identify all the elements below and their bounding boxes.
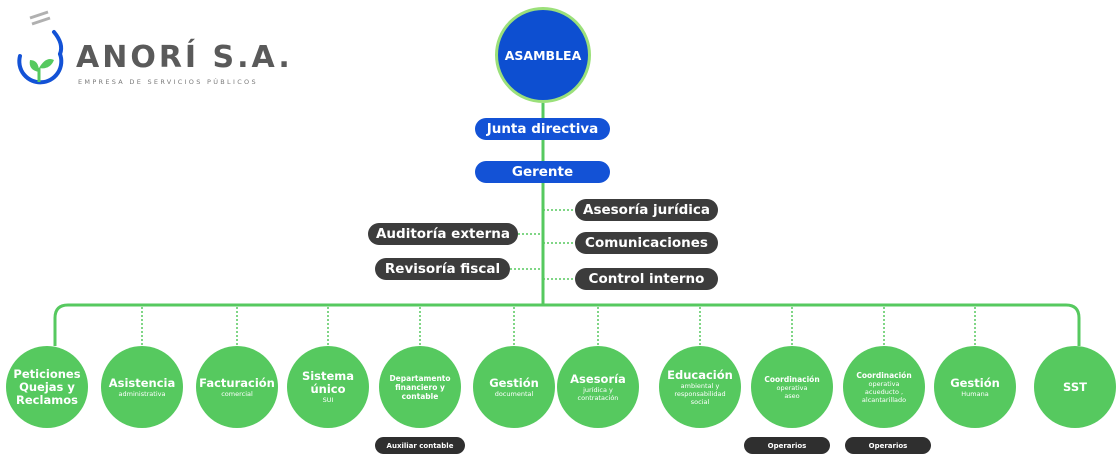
- dept-title: SST: [1063, 379, 1087, 394]
- gerente-label: Gerente: [511, 164, 574, 180]
- dept-coordinacion-aseo-node: Coordinación operativa aseo: [751, 346, 833, 428]
- dept-asesoria-node: Asesoría jurídica y contratación: [557, 346, 639, 428]
- operarios-aseo-node: Operarios: [744, 437, 830, 454]
- dept-educacion-node: Educación ambiental y responsabilidad so…: [659, 346, 741, 428]
- dept-title: Sistema único: [301, 369, 355, 396]
- comunicaciones-node: Comunicaciones: [575, 232, 718, 254]
- dept-title: Asesoría: [570, 371, 626, 386]
- junta-directiva-label: Junta directiva: [486, 121, 599, 137]
- revisoria-fiscal-node: Revisoría fiscal: [375, 258, 510, 280]
- dept-sst-node: SST: [1034, 346, 1116, 428]
- advisor-label: Control interno: [588, 271, 705, 287]
- bus-line: [53, 303, 1081, 346]
- dept-gestion-documental-node: Gestión documental: [473, 346, 555, 428]
- dept-title: Gestión: [950, 375, 1000, 390]
- dept-subtitle: SUI: [322, 396, 334, 404]
- dept-subtitle: comercial: [221, 389, 253, 398]
- dept-subtitle: operativa acueducto , alcantarillado: [861, 379, 907, 404]
- asamblea-node: ASAMBLEA: [495, 7, 591, 103]
- sub-unit-label: Auxiliar contable: [386, 441, 454, 450]
- company-tagline: EMPRESA DE SERVICIOS PÚBLICOS: [78, 78, 258, 86]
- auxiliar-contable-node: Auxiliar contable: [375, 437, 465, 454]
- sub-unit-label: Operarios: [767, 441, 807, 450]
- dept-title: Peticiones Quejas y Reclamos: [13, 366, 81, 407]
- dept-title: Coordinación: [856, 370, 912, 380]
- dept-title: Departamento financiero y contable: [389, 373, 451, 401]
- dept-subtitle: operativa aseo: [776, 383, 808, 400]
- dept-title: Asistencia: [108, 375, 176, 390]
- advisor-label: Auditoría externa: [375, 226, 511, 242]
- dept-title: Facturación: [199, 375, 275, 390]
- dept-subtitle: jurídica y contratación: [577, 385, 619, 402]
- dept-gestion-humana-node: Gestión Humana: [934, 346, 1016, 428]
- asamblea-label: ASAMBLEA: [504, 47, 582, 63]
- dept-title: Gestión: [489, 375, 539, 390]
- dept-asistencia-node: Asistencia administrativa: [101, 346, 183, 428]
- advisor-label: Comunicaciones: [585, 235, 708, 251]
- dept-title: Coordinación: [764, 374, 820, 384]
- dept-coordinacion-acueducto-node: Coordinación operativa acueducto , alcan…: [843, 346, 925, 428]
- dept-sistema-unico-node: Sistema único SUI: [287, 346, 369, 428]
- advisor-label: Revisoría fiscal: [384, 261, 501, 277]
- gerente-node: Gerente: [475, 161, 610, 183]
- operarios-acueducto-node: Operarios: [845, 437, 931, 454]
- dept-subtitle: administrativa: [118, 389, 166, 398]
- control-interno-node: Control interno: [575, 268, 718, 290]
- junta-directiva-node: Junta directiva: [475, 118, 610, 140]
- dept-subtitle: Humana: [961, 389, 989, 398]
- dept-facturacion-node: Facturación comercial: [196, 346, 278, 428]
- advisor-label: Asesoría jurídica: [583, 202, 710, 218]
- water-drop-leaf-icon: [17, 10, 64, 85]
- dept-financiero-node: Departamento financiero y contable: [379, 346, 461, 428]
- dept-peticiones-node: Peticiones Quejas y Reclamos: [6, 346, 88, 428]
- dept-subtitle: ambiental y responsabilidad social: [674, 381, 726, 406]
- sub-unit-label: Operarios: [868, 441, 908, 450]
- auditoria-externa-node: Auditoría externa: [368, 223, 518, 245]
- dept-title: Educación: [667, 367, 733, 382]
- company-logo: ANORÍ S.A. EMPRESA DE SERVICIOS PÚBLICOS: [8, 10, 290, 95]
- asesoria-juridica-node: Asesoría jurídica: [575, 199, 718, 221]
- dept-subtitle: documental: [494, 389, 534, 398]
- company-name: ANORÍ S.A.: [76, 40, 293, 75]
